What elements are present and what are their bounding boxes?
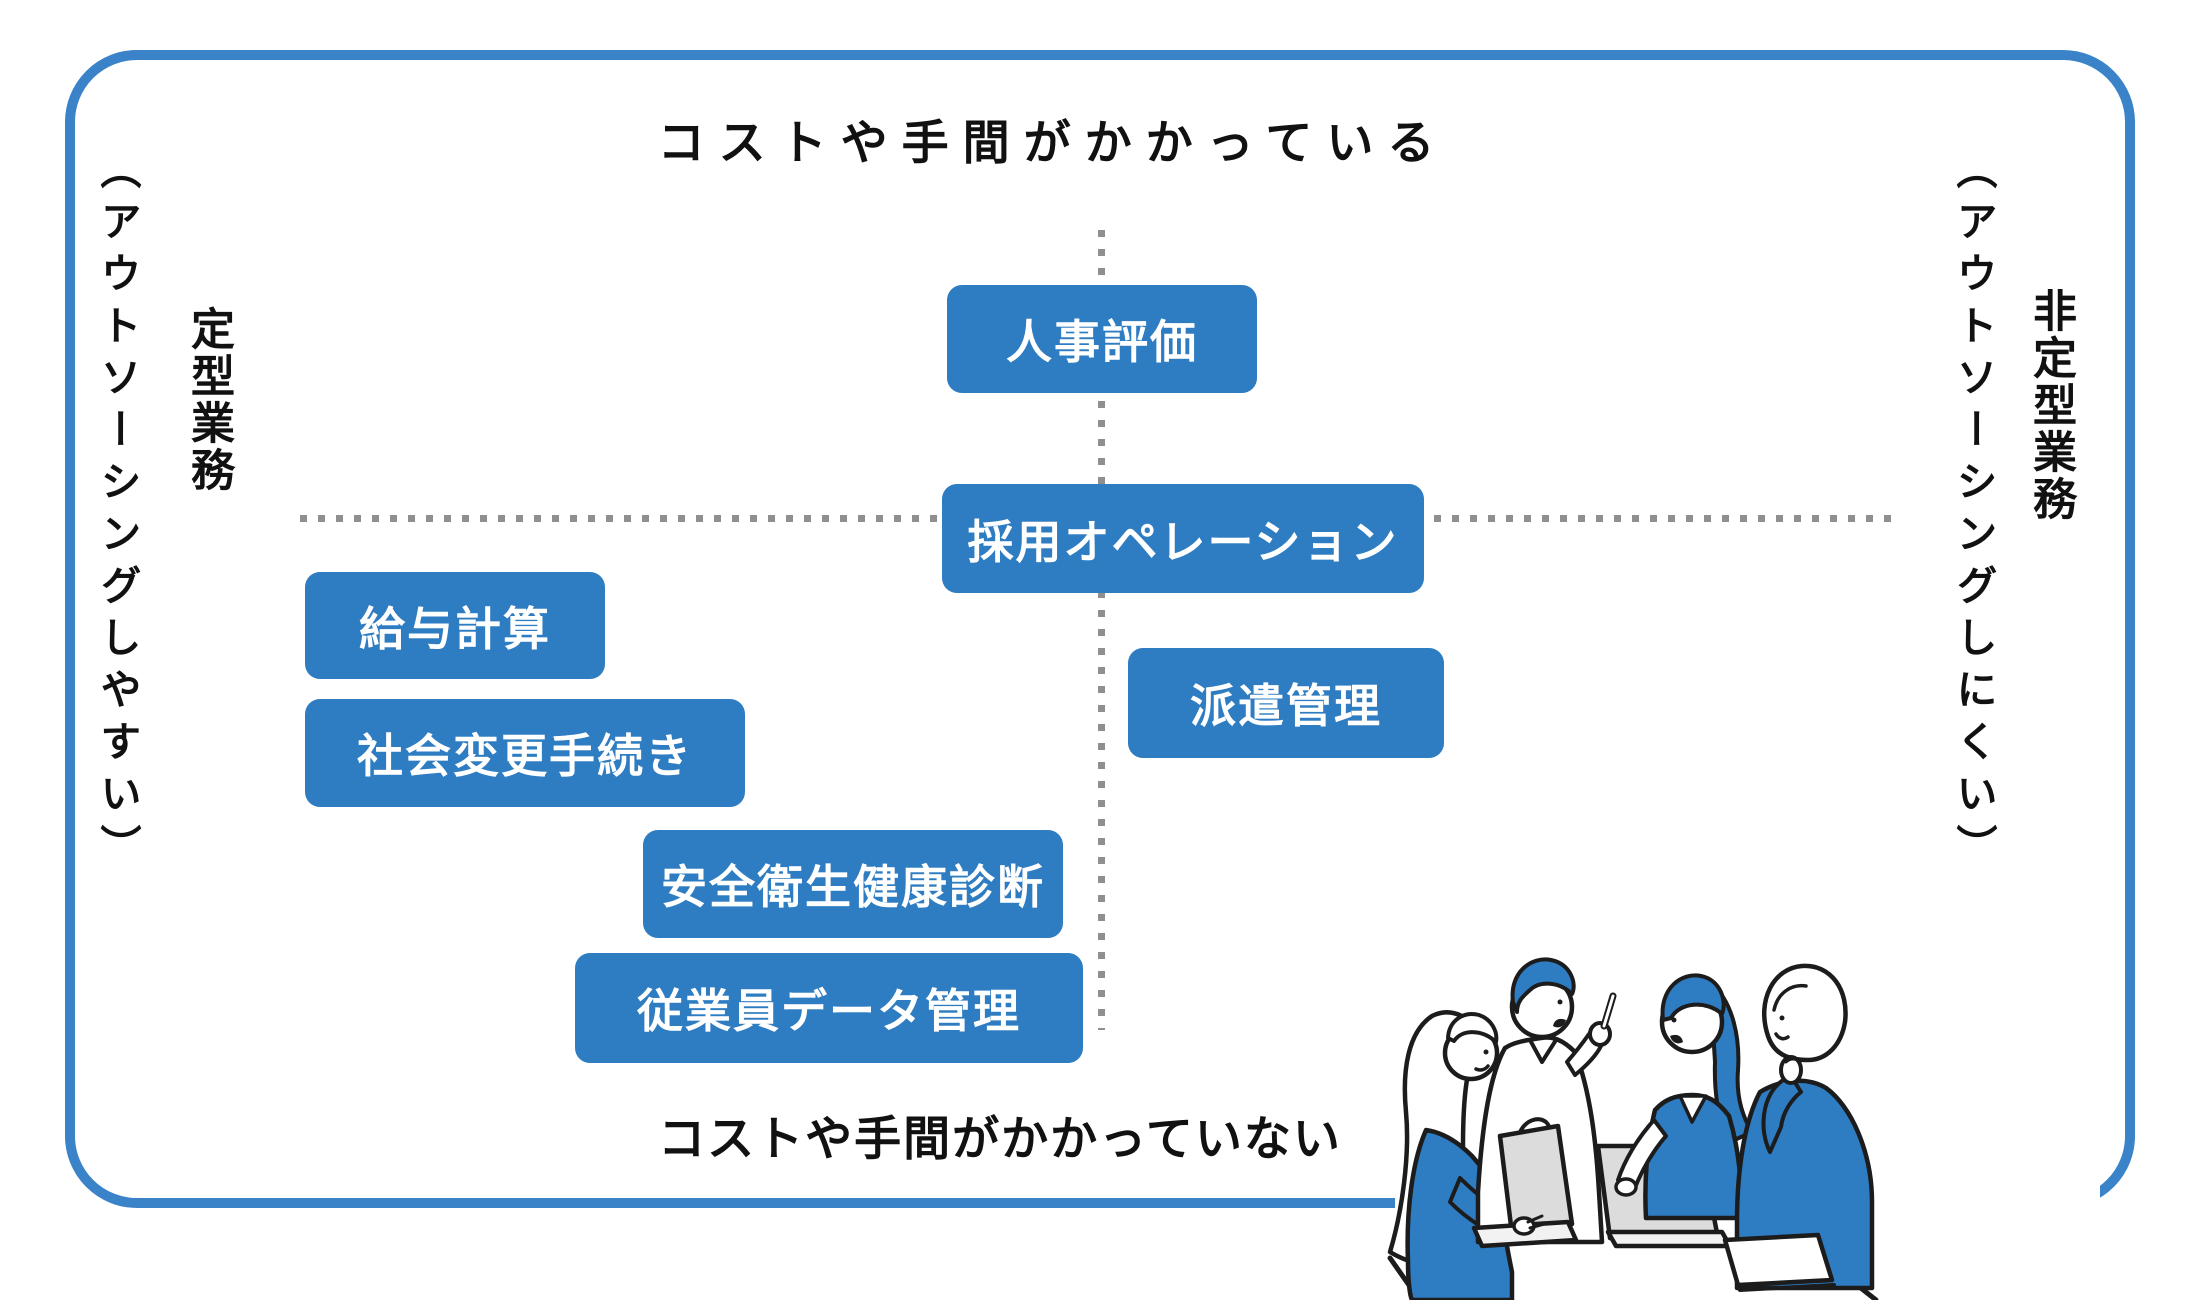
axis-label-left-primary: 定型業務 [184,306,233,494]
vertical-axis-dotted-line [1098,230,1105,1030]
task-box-employee-data-management: 従業員データ管理 [575,953,1083,1063]
typing-hand [1512,1214,1546,1236]
axis-label-right-primary: 非定型業務 [2026,288,2075,523]
task-box-dispatch-management: 派遣管理 [1128,648,1444,758]
axis-label-left-secondary: （アウトソーシングしやすい） [94,148,140,876]
axis-label-top: コストや手間がかかっている [657,116,1449,169]
task-box-payroll: 給与計算 [305,572,605,679]
laptop-left-icon [1471,1123,1579,1249]
task-box-social-change-procedures: 社会変更手続き [305,699,745,807]
task-box-personnel-evaluation: 人事評価 [947,285,1257,393]
paper-icon [1722,1232,1836,1292]
people-meeting-illustration [1387,940,2100,1300]
person-woman-laptop [1614,973,1754,1221]
task-box-recruiting-operation: 採用オペレーション [942,484,1424,593]
diagram-frame [65,50,2135,1208]
axis-label-bottom: コストや手間がかかっていない [658,1112,1342,1165]
axis-label-right-secondary: （アウトソーシングしにくい） [1950,148,1996,876]
task-box-safety-health-checkup: 安全衛生健康診断 [643,830,1063,938]
person-chin-listening [1734,963,1875,1291]
